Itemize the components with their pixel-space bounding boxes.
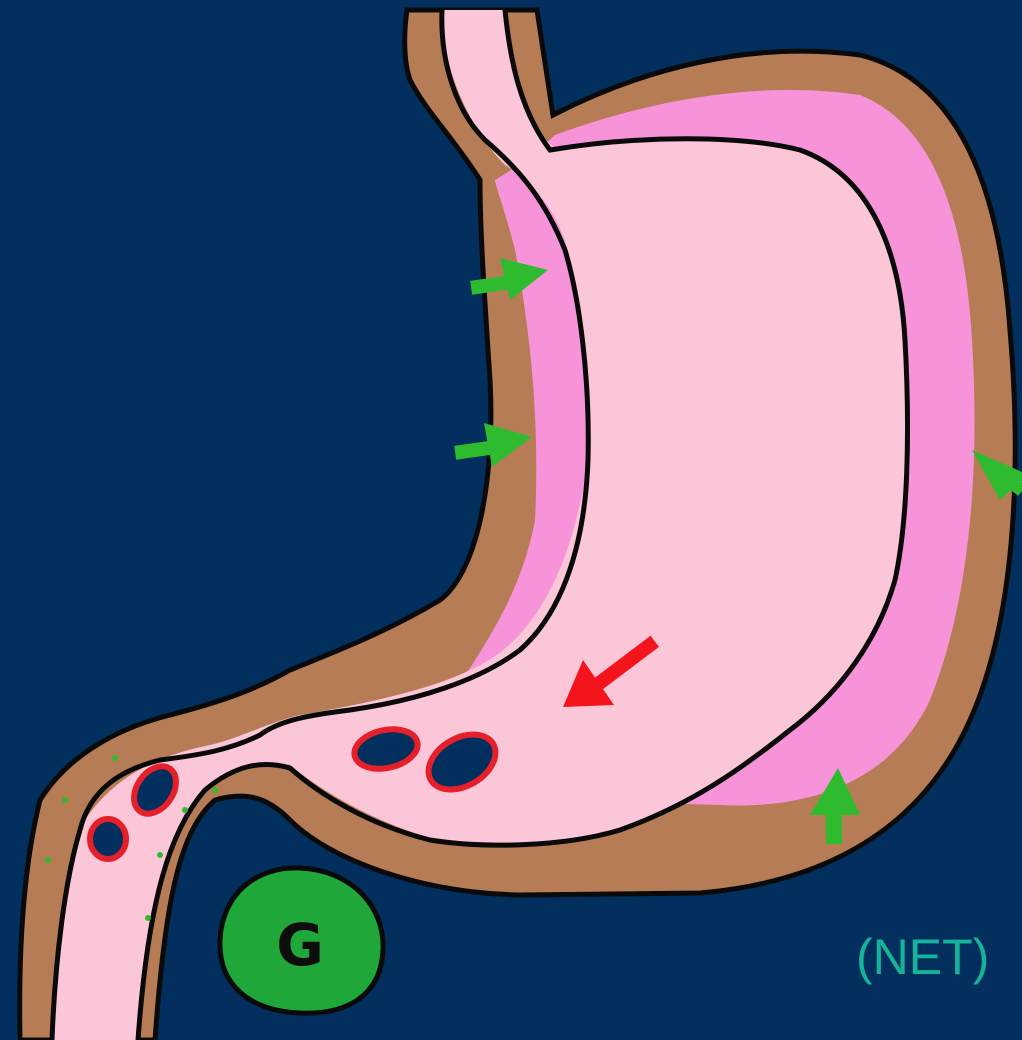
net-caption: (NET) [856, 928, 989, 986]
speck [157, 852, 163, 858]
g-cell-label: G [276, 911, 324, 979]
speck [145, 915, 151, 921]
speck [112, 755, 118, 761]
speck [45, 857, 51, 863]
g-cell: G [220, 868, 383, 1013]
vessel-nest [90, 819, 126, 859]
speck [212, 787, 218, 793]
speck [182, 807, 188, 813]
speck [62, 797, 68, 803]
